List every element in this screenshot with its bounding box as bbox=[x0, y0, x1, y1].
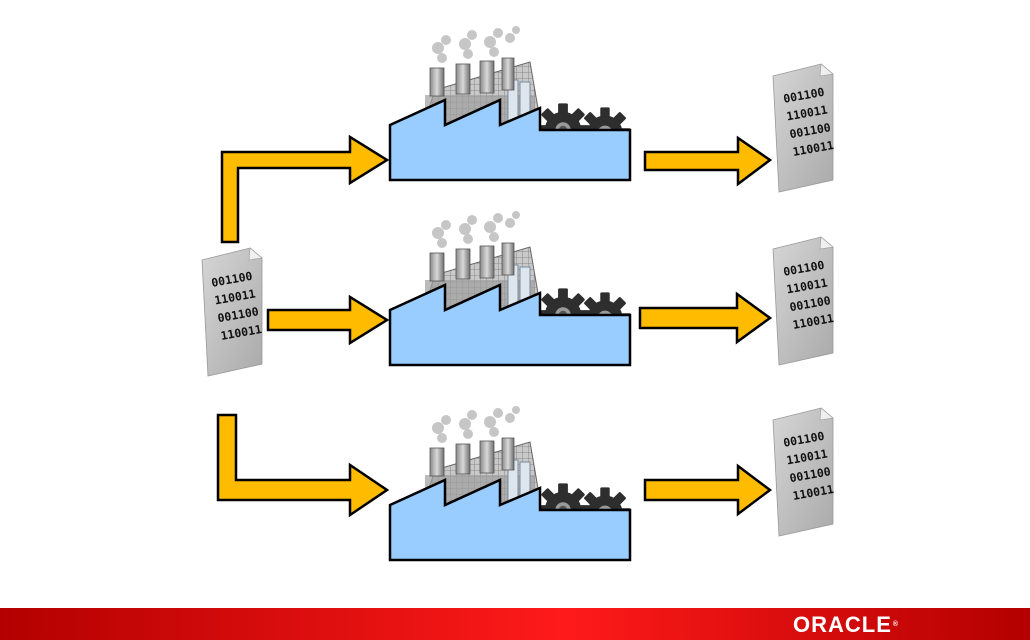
oracle-logo-text: ORACLE bbox=[793, 612, 892, 637]
output-arrow-bottom bbox=[643, 463, 773, 517]
output-arrow-top bbox=[643, 135, 773, 187]
output-document-top: 001100 110011 001100 110011 bbox=[772, 63, 835, 193]
registered-mark: ® bbox=[892, 621, 900, 628]
input-document: 001100 110011 001100 110011 bbox=[201, 247, 263, 377]
input-arrow-middle bbox=[266, 294, 390, 346]
factory-top bbox=[390, 26, 631, 180]
output-document-middle: 001100 110011 001100 110011 bbox=[772, 236, 835, 366]
factory-bottom bbox=[390, 406, 631, 560]
input-arrow-bottom bbox=[216, 413, 390, 518]
footer-bar bbox=[0, 608, 1030, 640]
input-arrow-top bbox=[220, 134, 390, 244]
oracle-logo: ORACLE® bbox=[793, 612, 899, 638]
factory-middle bbox=[390, 211, 631, 365]
output-arrow-middle bbox=[638, 291, 773, 345]
output-document-bottom: 001100 110011 001100 110011 bbox=[772, 407, 835, 537]
